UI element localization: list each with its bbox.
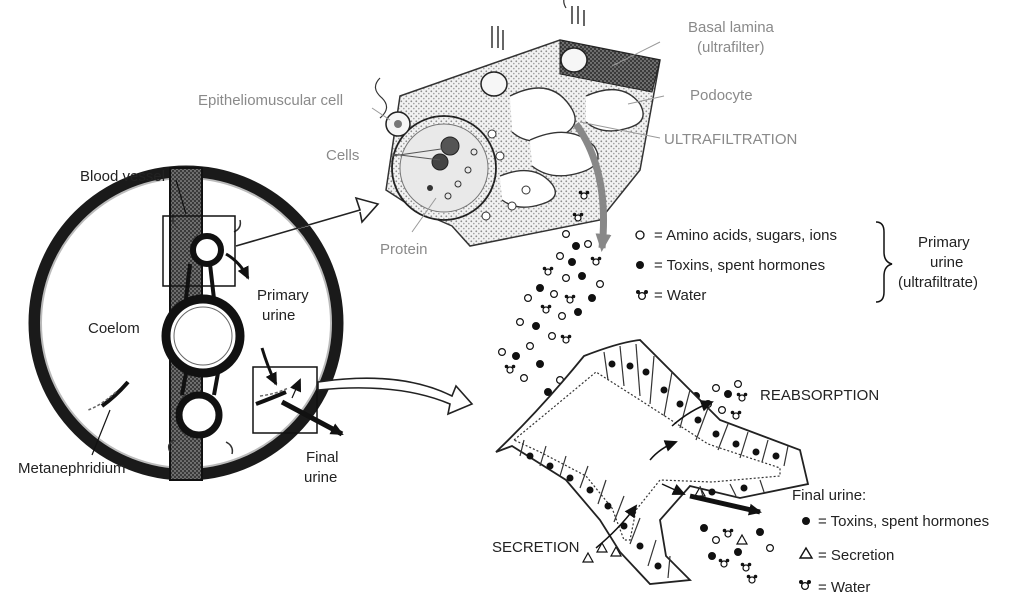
nutrient-molecule: [551, 291, 558, 298]
water-molecule: [731, 411, 742, 419]
toxin-molecule: [573, 243, 580, 250]
secretion-label: SECRETION: [492, 539, 580, 556]
primary-urine-label-line2: urine: [262, 307, 295, 324]
nutrient-molecule: [563, 275, 570, 282]
legend-primary-item-2: = Toxins, spent hormones: [654, 257, 825, 274]
blood-vessel-label: Blood vessel: [80, 168, 165, 185]
nutrient-molecule: [549, 333, 556, 340]
coelom-cross-section: [35, 168, 342, 480]
nutrient-molecule: [559, 313, 566, 320]
secretion-molecule: [597, 543, 607, 552]
primary-urine-bracket: [876, 222, 892, 302]
toxin-molecule: [579, 273, 586, 280]
toxin-molecule: [589, 295, 596, 302]
legend-final-item-2: = Secretion: [818, 547, 894, 564]
water-molecule: [747, 575, 758, 583]
coelom-label: Coelom: [88, 320, 140, 337]
toxin-molecule: [725, 391, 732, 398]
nutrient-molecule: [597, 281, 604, 288]
filled-circle-symbol: [636, 261, 644, 269]
nutrient-molecule: [557, 253, 564, 260]
ultrafiltration-label: ULTRAFILTRATION: [664, 131, 797, 148]
nutrient-molecule: [767, 545, 774, 552]
triangle-symbol: [800, 548, 812, 558]
toxin-molecule: [569, 259, 576, 266]
nutrient-molecule: [713, 537, 720, 544]
secretion-molecule: [583, 553, 593, 562]
filled-circle-symbol: [802, 517, 810, 525]
toxin-molecule: [537, 361, 544, 368]
open-circle-symbol: [636, 231, 644, 239]
primary-urine-group-line2: urine: [930, 254, 963, 271]
nutrient-molecule: [517, 319, 524, 326]
toxin-molecule: [709, 553, 716, 560]
toxin-molecule: [533, 323, 540, 330]
legend-primary-item-3: = Water: [654, 287, 706, 304]
metanephridium-label: Metanephridium: [18, 460, 126, 477]
water-molecule: [719, 559, 730, 567]
nutrient-molecule: [719, 407, 726, 414]
nutrient-molecule: [735, 381, 742, 388]
toxin-molecule: [757, 529, 764, 536]
primary-urine-group-line1: Primary: [918, 234, 970, 251]
nutrient-molecule: [521, 375, 528, 382]
nutrient-molecule: [713, 385, 720, 392]
legend-primary-item-1: = Amino acids, sugars, ions: [654, 227, 837, 244]
toxin-molecule: [537, 285, 544, 292]
toxin-molecule: [735, 549, 742, 556]
legend-final-symbols: [799, 517, 812, 589]
water-molecule: [723, 529, 734, 537]
nutrient-molecule: [527, 343, 534, 350]
legend-final-title: Final urine:: [792, 487, 866, 504]
final-urine-label-line2: urine: [304, 469, 337, 486]
toxin-molecule: [701, 525, 708, 532]
primary-urine-group-line3: (ultrafiltrate): [898, 274, 978, 291]
water-molecule: [565, 295, 576, 303]
water-molecule: [591, 257, 602, 265]
reabsorption-label: REABSORPTION: [760, 387, 879, 404]
water-symbol: [799, 580, 811, 589]
water-molecule: [543, 267, 554, 275]
protein-label: Protein: [380, 241, 428, 258]
basal-lamina-label: Basal lamina: [688, 19, 775, 36]
water-molecule: [505, 365, 516, 373]
water-molecule: [541, 305, 552, 313]
final-urine-label-line1: Final: [306, 449, 339, 466]
primary-urine-label-line1: Primary: [257, 287, 309, 304]
water-molecule: [741, 563, 752, 571]
cells-label: Cells: [326, 147, 359, 164]
toxin-molecule: [513, 353, 520, 360]
nutrient-molecule: [499, 349, 506, 356]
podocyte-label: Podocyte: [690, 87, 753, 104]
filtration-block: [372, 0, 664, 248]
water-symbol: [636, 290, 648, 299]
legend-primary-symbols: [636, 231, 648, 299]
water-molecule: [737, 393, 748, 401]
water-molecule: [561, 335, 572, 343]
zoom-arrow-lower: [318, 378, 472, 414]
nutrient-molecule: [525, 295, 532, 302]
toxin-molecule: [575, 309, 582, 316]
nutrient-molecule: [563, 231, 570, 238]
legend-final-item-1: = Toxins, spent hormones: [818, 513, 989, 530]
secretion-molecule: [737, 535, 747, 544]
epitheliomuscular-cell-label: Epitheliomuscular cell: [198, 92, 343, 109]
legend-final-item-3: = Water: [818, 579, 870, 596]
nutrient-molecule: [585, 241, 592, 248]
basal-lamina-sub-label: (ultrafilter): [697, 39, 765, 56]
